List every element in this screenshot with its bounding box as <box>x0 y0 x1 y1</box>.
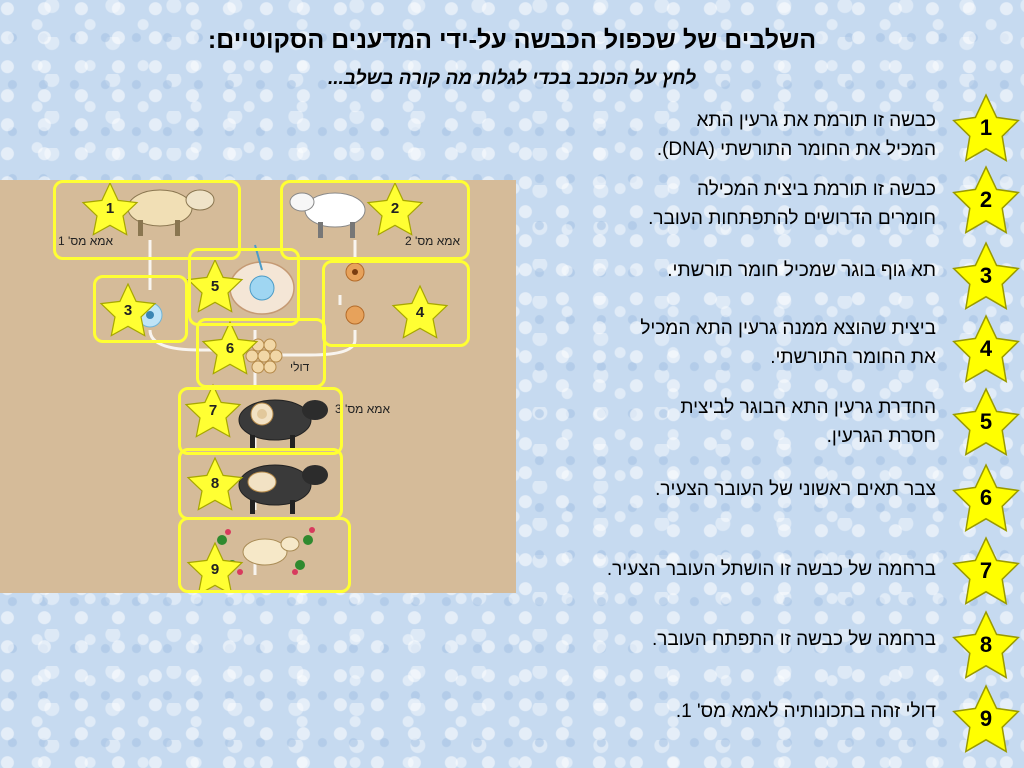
sheep-mother-3 <box>238 399 328 449</box>
star-icon <box>952 314 1020 383</box>
step-7-text: ברחמה של כבשה זו הושתל העובר הצעיר. <box>606 559 936 580</box>
step-5-star-button[interactable]: 5 <box>950 387 1022 459</box>
star-icon <box>952 93 1020 162</box>
step-5-text: החדרת גרעין התא הבוגר לביצית חסרת הגרעין… <box>680 397 936 447</box>
step-4-star-button[interactable]: 4 <box>950 314 1022 386</box>
label-mother-1: אמא מס' 1 <box>58 234 114 248</box>
step-number: 5 <box>979 409 993 434</box>
page-title: השלבים של שכפול הכבשה על-ידי המדענים הסק… <box>207 26 817 54</box>
cloning-diagram: 1 2 3 4 5 6 7 8 9 אמא מס' 1 אמא מס' 2 אמ… <box>0 180 516 593</box>
step-6-star-button[interactable]: 6 <box>950 463 1022 535</box>
dolly-lamb <box>217 527 315 575</box>
sheep-mother-3-pregnant <box>238 464 328 514</box>
diagram-hotspot-1[interactable] <box>53 180 241 260</box>
step-3-text: תא גוף בוגר שמכיל חומר תורשתי. <box>667 260 936 281</box>
step-1-text: כבשה זו תורמת את גרעין התא המכיל את החומ… <box>656 110 936 160</box>
star-icon <box>952 241 1020 310</box>
diagram-illustration <box>81 181 449 593</box>
star-icon <box>952 463 1020 532</box>
label-dolly: דולי <box>290 360 310 374</box>
star-icon <box>952 610 1020 679</box>
step-number: 1 <box>979 115 993 140</box>
step-8-star-button[interactable]: 8 <box>950 610 1022 682</box>
diagram-hotspot-7[interactable] <box>178 387 343 455</box>
step-4-text: ביצית שהוצא ממנה גרעין התא המכיל את החומ… <box>640 318 936 368</box>
diagram-star-1-number: 1 <box>105 200 115 217</box>
step-1-star-button[interactable]: 1 <box>950 93 1022 165</box>
diagram-star-4-number: 4 <box>415 304 425 321</box>
diagram-hotspot-2[interactable] <box>280 180 470 260</box>
label-mother-3: אמא מס' 3 <box>335 402 391 416</box>
step-number: 8 <box>979 632 993 657</box>
step-number: 7 <box>979 558 993 583</box>
step-number: 3 <box>979 263 993 288</box>
star-icon <box>952 536 1020 605</box>
step-6-text: צבר תאים ראשוני של העובר הצעיר. <box>655 479 936 500</box>
step-number: 9 <box>979 706 993 731</box>
diagram-hotspot-3[interactable] <box>93 275 188 343</box>
step-number: 6 <box>979 485 993 510</box>
step-9-text: דולי זהה בתכונותיה לאמא מס' 1. <box>675 701 936 722</box>
diagram-hotspot-6[interactable] <box>196 318 326 388</box>
diagram-hotspot-5[interactable] <box>188 248 300 326</box>
step-9-star-button[interactable]: 9 <box>950 684 1022 756</box>
diagram-star-6-number: 6 <box>225 340 235 357</box>
diagram-hotspot-9[interactable] <box>178 517 351 593</box>
label-mother-2: אמא מס' 2 <box>405 234 461 248</box>
diagram-hotspot-4[interactable] <box>322 260 470 347</box>
step-3-star-button[interactable]: 3 <box>950 241 1022 313</box>
star-icon <box>952 684 1020 753</box>
page-subtitle: לחץ על הכוכב בכדי לגלות מה קורה בשלב... <box>327 68 697 89</box>
diagram-star-8-number: 8 <box>210 475 220 492</box>
star-icon <box>952 387 1020 456</box>
step-number: 4 <box>979 336 993 361</box>
diagram-star-7-number: 7 <box>208 402 218 419</box>
step-2-text: כבשה זו תורמת ביצית המכילה חומרים הדרושי… <box>648 179 936 229</box>
diagram-hotspot-8[interactable] <box>178 448 343 520</box>
step-8-text: ברחמה של כבשה זו התפתח העובר. <box>651 629 936 650</box>
step-2-star-button[interactable]: 2 <box>950 165 1022 237</box>
star-icon <box>952 165 1020 234</box>
sheep-mother-2 <box>289 192 366 238</box>
diagram-star-5-number: 5 <box>210 278 220 295</box>
diagram-star-3-number: 3 <box>123 302 133 319</box>
step-7-star-button[interactable]: 7 <box>950 536 1022 608</box>
step-number: 2 <box>979 187 993 212</box>
diagram-star-9-number: 9 <box>210 561 220 578</box>
diagram-star-2-number: 2 <box>390 200 400 217</box>
